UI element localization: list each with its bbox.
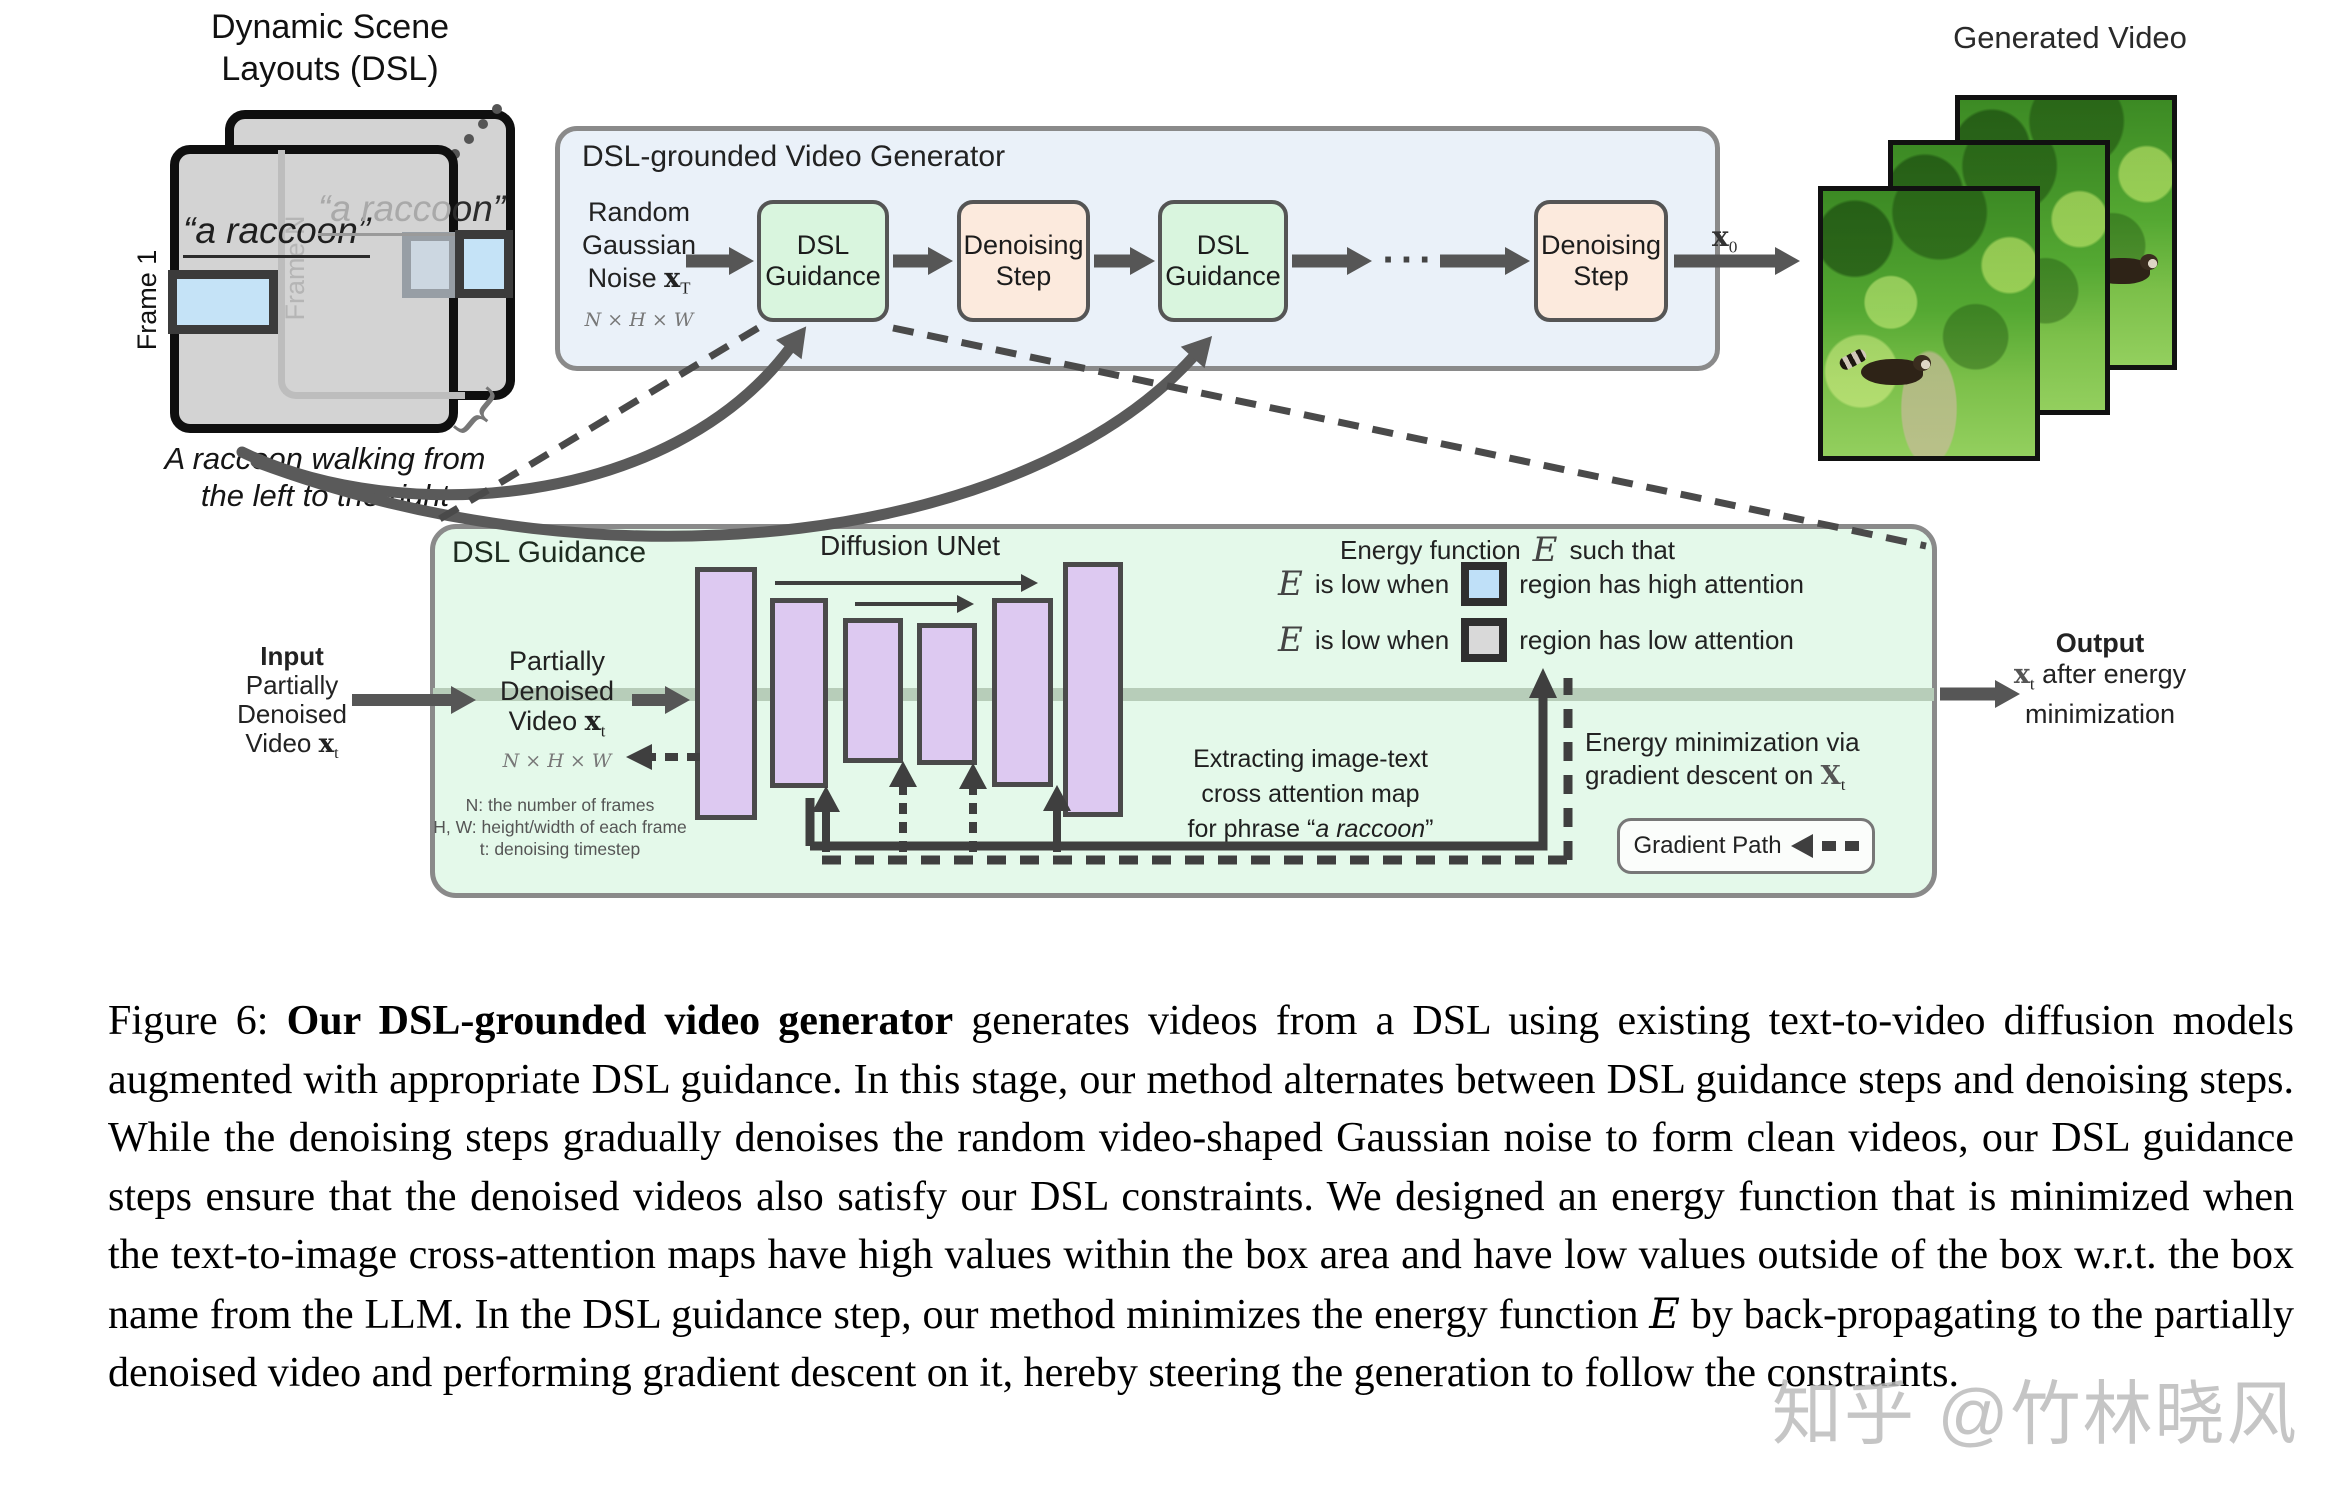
frame1-box-phrase: “a raccoon” [183,210,371,258]
dsl-guidance-title: DSL Guidance [452,536,647,569]
energy-low-attention-row: E is low when region has low attention [1278,618,1794,662]
unet-layer-4 [917,623,977,765]
unet-layer-5 [992,598,1053,787]
caption-body-2: by back-propagating to the partially den… [108,1291,2294,1397]
figure-caption: Figure 6: Our DSL-grounded video generat… [108,992,2294,1403]
unet-layer-3 [843,618,903,763]
low-attention-swatch [1461,618,1508,662]
pipeline-output-x0: x0 [1712,220,1738,257]
frame1-raccoon-bbox [168,270,278,334]
notation-notes: N: the number of frames H, W: height/wid… [433,795,687,859]
frameN-raccoon-bbox-ghost [402,232,458,298]
dsl-title: Dynamic Scene Layouts (DSL) [130,6,530,90]
frameN-phrase-visible-part: on” [451,188,506,229]
frameN-box-phrase: “a raccoon” [318,188,506,236]
caption-bold-lead: Our DSL-grounded video generator [286,998,954,1044]
dsl-prompt-line1: A raccoon walking from [164,441,486,476]
unet-layer-6 [1063,562,1123,817]
dsl-prompt-line2: the left to the right [200,478,450,513]
raccoon-phrase: a raccoon [1315,815,1426,846]
caption-prefix: Figure 6: [108,998,287,1044]
gradient-path-legend: Gradient Path [1617,818,1875,874]
partially-denoised-video-label: Partially Denoised Video xt N × H × W [472,646,642,776]
dsl-title-line2: Layouts (DSL) [221,50,439,88]
video-generator-title: DSL-grounded Video Generator [582,140,1006,173]
caption-body-1: generates videos from a DSL using existi… [108,998,2295,1338]
frameN-raccoon-bbox [455,230,513,298]
zhihu-watermark: 知乎 @竹林晓风 [1772,1375,2299,1453]
frames-ellipsis-dots [492,104,502,114]
generated-video-title: Generated Video [1953,20,2187,55]
gradient-path-arrow-icon [1790,834,1813,858]
detail-input-label: Input Partially Denoised Video xt [237,641,347,763]
energy-minimization-note: Energy minimization via gradient descent… [1585,727,1860,795]
raccoon-figure [1861,355,1931,385]
unet-layer-2 [770,598,828,788]
energy-high-attention-row: E is low when region has high attention [1278,562,1805,606]
input-dims: N × H × W [584,309,694,332]
frame-1-label: Frame 1 [132,249,162,351]
pipeline-dsl-guidance-1: DSL Guidance [757,200,889,322]
pipeline-denoising-step-1: Denoising Step [957,200,1090,322]
detail-output-label: Output xt after energy minimization [2013,628,2187,730]
caption-energy-symbol: E [1649,1288,1680,1338]
frameN-phrase-hidden-part: “a racco [318,188,452,229]
input-noise-xt: Noise xT [587,263,691,298]
dsl-title-line1: Dynamic Scene [210,8,450,46]
input-random: Random [587,197,691,227]
pipeline-dsl-guidance-2: DSL Guidance [1158,200,1288,322]
gradient-path-label: Gradient Path [1633,832,1782,859]
latent-flow-line [433,688,1934,701]
pipeline-input-label: Random Gaussian Noise xT N × H × W [565,196,713,337]
diffusion-unet-label: Diffusion UNet [819,530,1000,561]
video-frame-1 [1818,186,2040,461]
unet-layer-1 [695,567,757,820]
inner-input-dims: N × H × W [502,750,612,773]
cross-attention-note: Extracting image-text cross attention ma… [1168,742,1453,847]
dsl-prompt-caption: A raccoon walking from the left to the r… [145,440,505,514]
pipeline-denoising-step-2: Denoising Step [1534,200,1668,322]
input-gaussian: Gaussian [581,230,697,260]
pipeline-ellipsis: ··· [1382,238,1438,282]
high-attention-swatch [1461,562,1508,606]
